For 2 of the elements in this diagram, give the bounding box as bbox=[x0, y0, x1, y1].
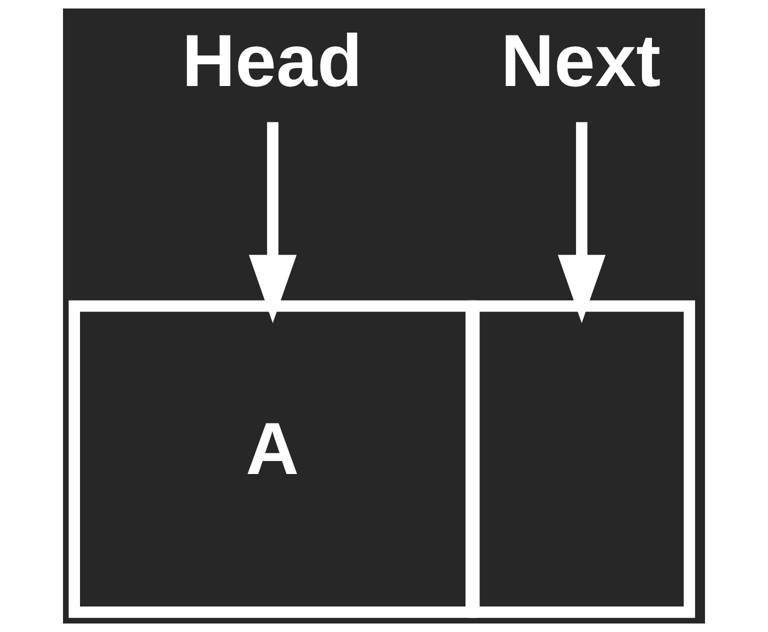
node-text: Next bbox=[500, 18, 661, 102]
node-text: Head bbox=[182, 18, 362, 102]
